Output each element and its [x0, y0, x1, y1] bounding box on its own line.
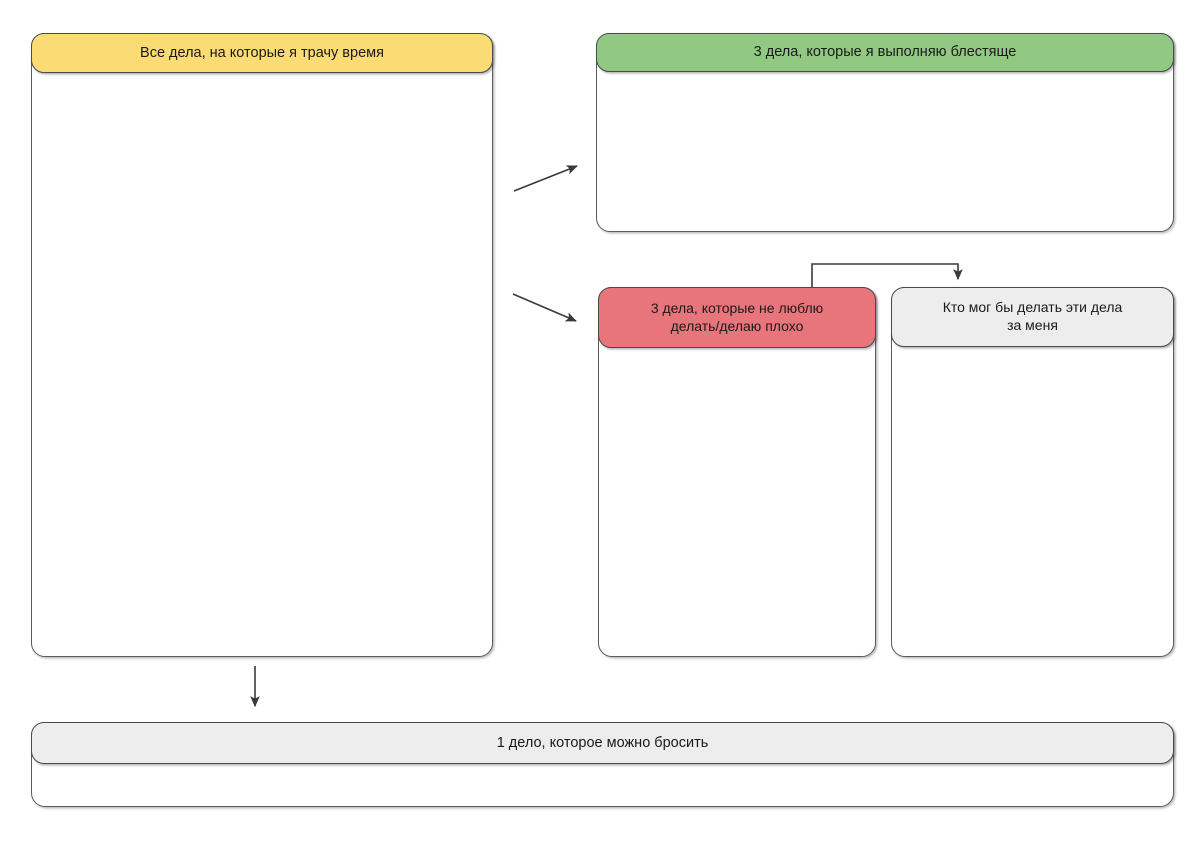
- arrow-dislike-to-delegate: [811, 263, 963, 287]
- block-dislike[interactable]: 3 дела, которые не люблю делать/делаю пл…: [598, 287, 876, 657]
- block-excellent[interactable]: 3 дела, которые я выполняю блестяще: [596, 33, 1174, 232]
- block-drop[interactable]: 1 дело, которое можно бросить: [31, 722, 1174, 807]
- block-excellent-title: 3 дела, которые я выполняю блестяще: [753, 44, 1017, 61]
- block-all-tasks-header: Все дела, на которые я трачу время: [31, 33, 493, 73]
- block-all-tasks[interactable]: Все дела, на которые я трачу время: [31, 33, 493, 657]
- block-dislike-header: 3 дела, которые не люблю делать/делаю пл…: [598, 287, 876, 348]
- block-delegate[interactable]: Кто мог бы делать эти дела за меня: [891, 287, 1174, 657]
- block-dislike-title: 3 дела, которые не люблю делать/делаю пл…: [650, 299, 824, 334]
- arrow-all-tasks-to-drop: [250, 666, 260, 708]
- block-drop-header: 1 дело, которое можно бросить: [31, 722, 1174, 764]
- block-excellent-header: 3 дела, которые я выполняю блестяще: [596, 33, 1174, 72]
- block-delegate-header: Кто мог бы делать эти дела за меня: [891, 287, 1174, 347]
- block-all-tasks-body[interactable]: [31, 33, 493, 657]
- block-dislike-body[interactable]: [598, 287, 876, 657]
- arrow-all-tasks-to-dislike: [512, 293, 577, 322]
- block-delegate-title: Кто мог бы делать эти дела за меня: [942, 299, 1123, 333]
- arrow-all-tasks-to-excellent: [513, 165, 578, 192]
- block-delegate-body[interactable]: [891, 287, 1174, 657]
- block-drop-title: 1 дело, которое можно бросить: [496, 734, 709, 751]
- block-all-tasks-title: Все дела, на которые я трачу время: [140, 44, 384, 61]
